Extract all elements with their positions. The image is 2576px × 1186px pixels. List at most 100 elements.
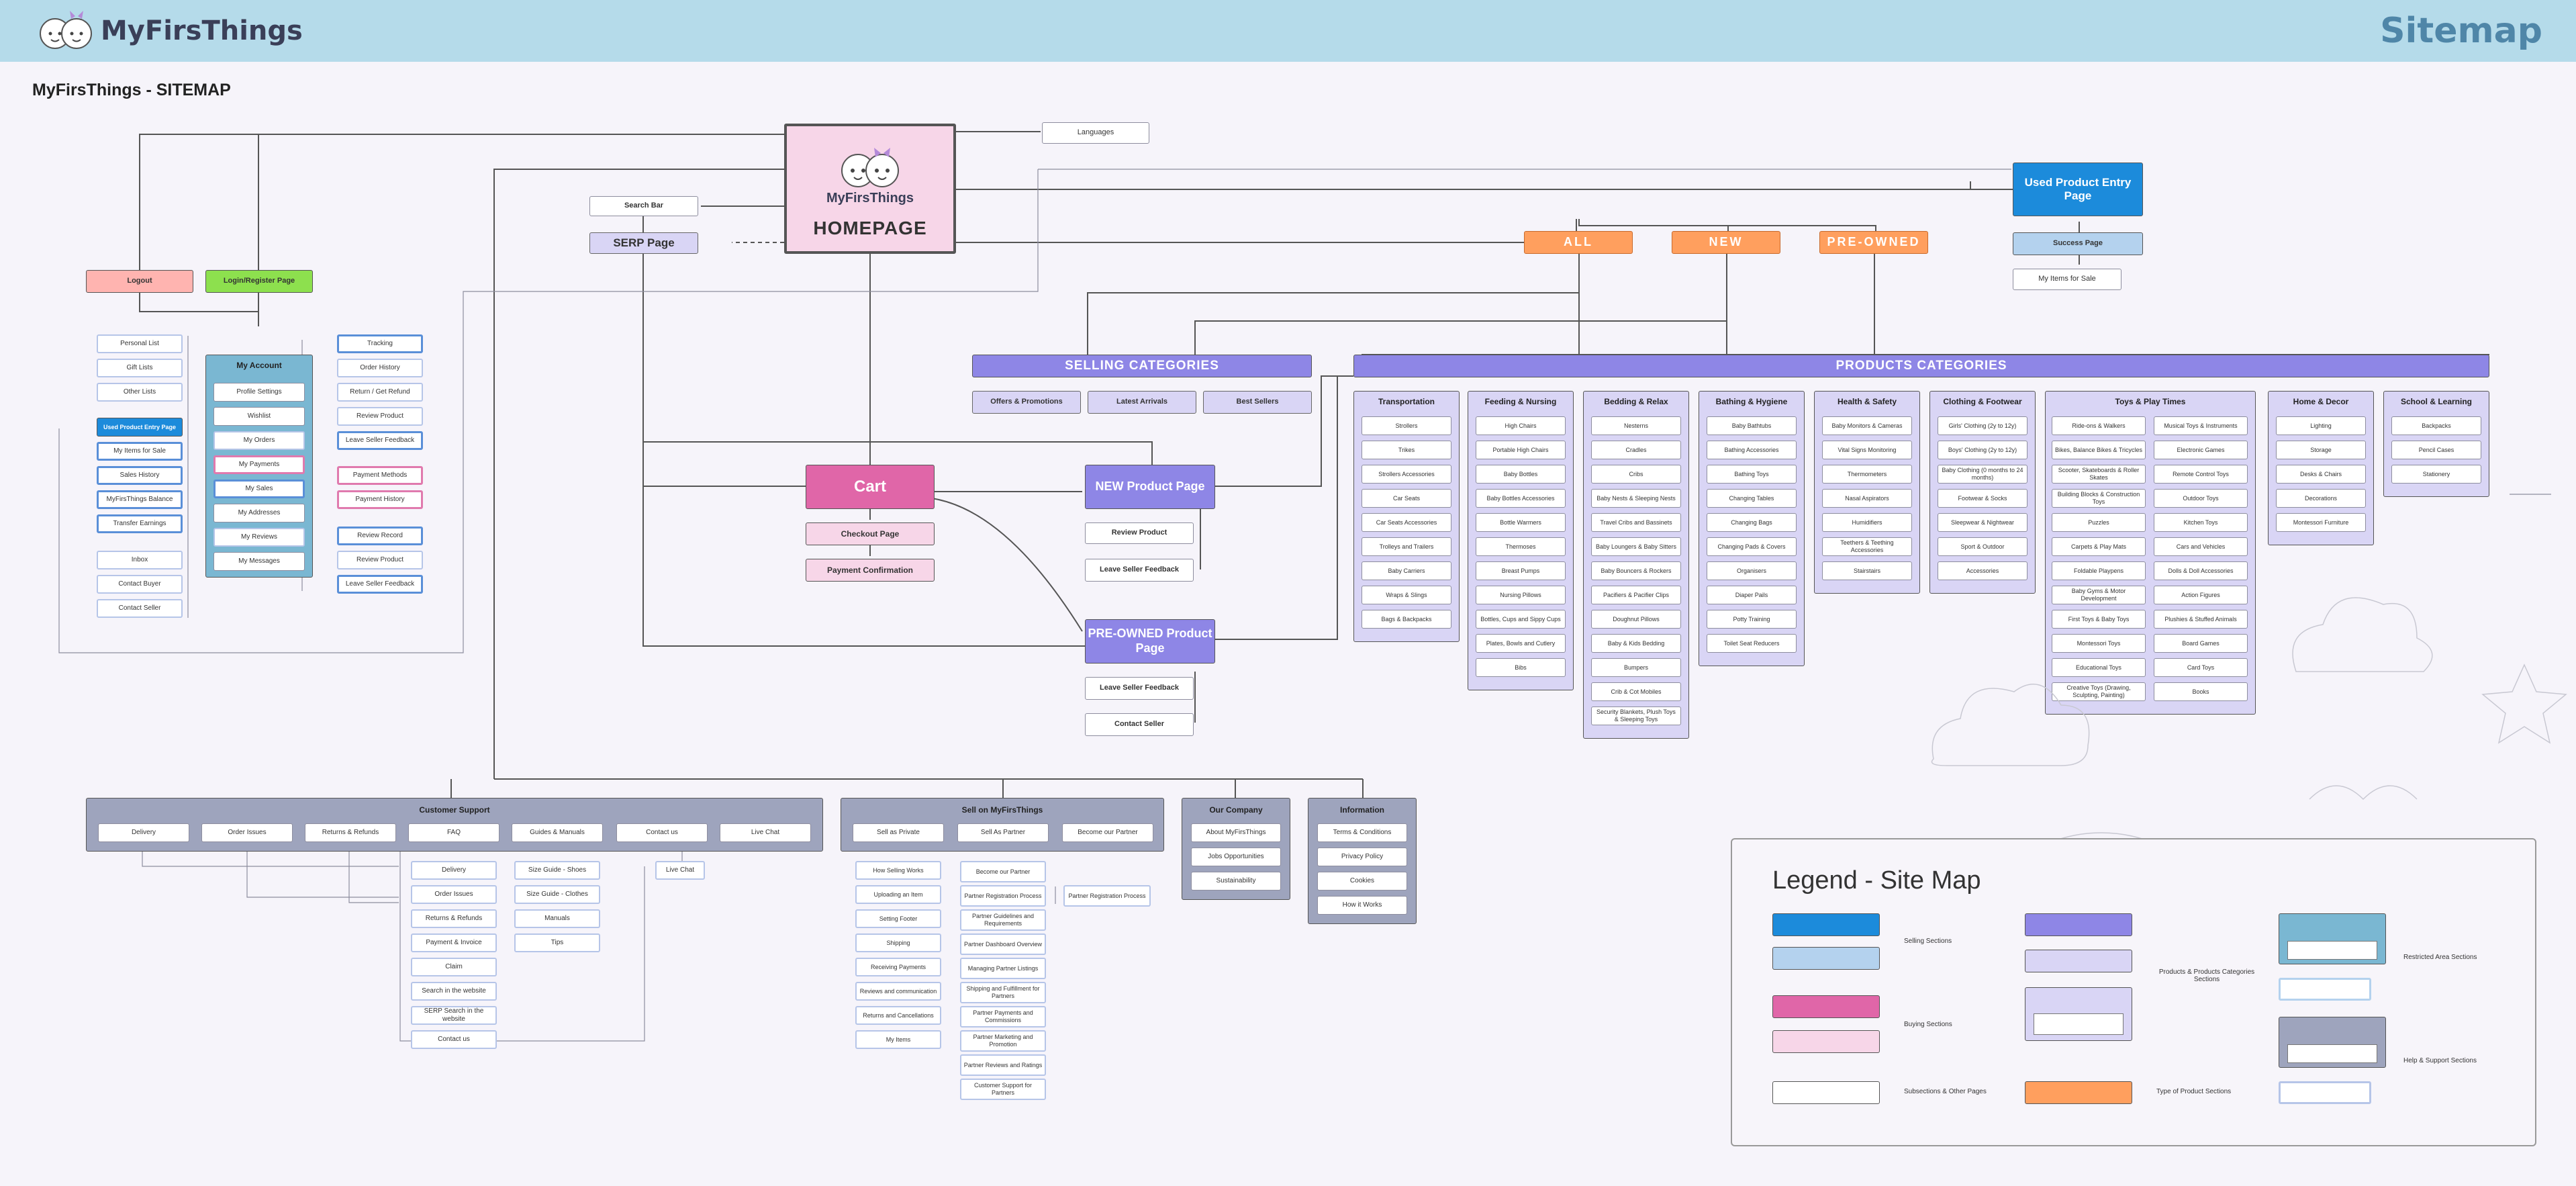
- account-item[interactable]: My Sales: [213, 480, 305, 498]
- account-item[interactable]: My Reviews: [213, 528, 305, 547]
- category-item[interactable]: Portable High Chairs: [1476, 441, 1566, 459]
- category-item[interactable]: Sport & Outdoor: [1938, 537, 2028, 556]
- lists-item[interactable]: Other Lists: [97, 383, 183, 402]
- sell-tab[interactable]: Sell as Private: [853, 823, 944, 842]
- guides-item[interactable]: Size Guide - Clothes: [514, 885, 600, 904]
- faq-item[interactable]: Returns & Refunds: [411, 909, 497, 928]
- sell-partner-item[interactable]: Partner Guidelines and Requirements: [960, 909, 1046, 931]
- category-item[interactable]: Bibs: [1476, 658, 1566, 677]
- selling-categories-node[interactable]: SELLING CATEGORIES: [972, 355, 1312, 377]
- support-tab[interactable]: Guides & Manuals: [512, 823, 603, 842]
- logout-node[interactable]: Logout: [86, 270, 193, 293]
- category-item[interactable]: Educational Toys: [2052, 658, 2146, 677]
- category-item[interactable]: Strollers: [1362, 416, 1451, 435]
- sell-partner-item[interactable]: Partner Dashboard Overview: [960, 933, 1046, 955]
- category-item[interactable]: Changing Bags: [1707, 513, 1797, 532]
- payment-confirmation-node[interactable]: Payment Confirmation: [806, 559, 935, 582]
- category-item[interactable]: Stationery: [2391, 465, 2481, 484]
- category-item[interactable]: Baby Bottles: [1476, 465, 1566, 484]
- messages-item[interactable]: Inbox: [97, 551, 183, 569]
- category-item[interactable]: Changing Tables: [1707, 489, 1797, 508]
- sell-partner-item[interactable]: Customer Support for Partners: [960, 1079, 1046, 1100]
- category-item[interactable]: Strollers Accessories: [1362, 465, 1451, 484]
- category-item[interactable]: Boys' Clothing (2y to 12y): [1938, 441, 2028, 459]
- sell-partner-item[interactable]: Partner Marketing and Promotion: [960, 1030, 1046, 1052]
- info-item[interactable]: Terms & Conditions: [1317, 823, 1407, 842]
- preowned-product-page-node[interactable]: PRE-OWNED Product Page: [1085, 619, 1215, 664]
- sell-partner-item[interactable]: Shipping and Fulfillment for Partners: [960, 982, 1046, 1003]
- live-chat-item[interactable]: Live Chat: [655, 861, 705, 880]
- faq-item[interactable]: Delivery: [411, 861, 497, 880]
- category-item[interactable]: Foldable Playpens: [2052, 561, 2146, 580]
- serp-page-node[interactable]: SERP Page: [589, 232, 698, 254]
- support-tab[interactable]: Contact us: [616, 823, 708, 842]
- category-item[interactable]: Nursing Pillows: [1476, 586, 1566, 604]
- lists-item[interactable]: Gift Lists: [97, 359, 183, 377]
- category-item[interactable]: Outdoor Toys: [2154, 489, 2248, 508]
- account-sub-item[interactable]: Leave Seller Feedback: [337, 431, 423, 450]
- category-item[interactable]: Pacifiers & Pacifier Clips: [1591, 586, 1681, 604]
- used-product-entry-node[interactable]: Used Product Entry Page: [2013, 163, 2143, 216]
- category-item[interactable]: Baby Carriers: [1362, 561, 1451, 580]
- languages-node[interactable]: Languages: [1042, 122, 1149, 144]
- category-item[interactable]: Carpets & Play Mats: [2052, 537, 2146, 556]
- faq-item[interactable]: SERP Search in the website: [411, 1006, 497, 1025]
- sell-private-item[interactable]: Uploading an Item: [855, 885, 941, 904]
- category-item[interactable]: Security Blankets, Plush Toys & Sleeping…: [1591, 706, 1681, 725]
- category-item[interactable]: Dolls & Doll Accessories: [2154, 561, 2248, 580]
- faq-item[interactable]: Search in the website: [411, 982, 497, 1001]
- category-item[interactable]: Bottle Warmers: [1476, 513, 1566, 532]
- category-item[interactable]: Footwear & Socks: [1938, 489, 2028, 508]
- sell-private-item[interactable]: Receiving Payments: [855, 958, 941, 976]
- new-product-page-node[interactable]: NEW Product Page: [1085, 465, 1215, 509]
- sales-item[interactable]: MyFirsThings Balance: [97, 490, 183, 509]
- category-item[interactable]: Doughnut Pillows: [1591, 610, 1681, 629]
- guides-item[interactable]: Manuals: [514, 909, 600, 928]
- tab-new[interactable]: NEW: [1672, 231, 1780, 254]
- category-item[interactable]: Lighting: [2276, 416, 2366, 435]
- category-item[interactable]: Plushies & Stuffed Animals: [2154, 610, 2248, 629]
- messages-item[interactable]: Contact Buyer: [97, 575, 183, 594]
- category-item[interactable]: Bathing Accessories: [1707, 441, 1797, 459]
- my-items-for-sale-node[interactable]: My Items for Sale: [2013, 269, 2121, 290]
- category-item[interactable]: Sleepwear & Nightwear: [1938, 513, 2028, 532]
- sell-partner-item[interactable]: Become our Partner: [960, 861, 1046, 882]
- leave-seller-feedback-node[interactable]: Leave Seller Feedback: [1085, 677, 1194, 700]
- messages-item[interactable]: Contact Seller: [97, 599, 183, 618]
- best-sellers-node[interactable]: Best Sellers: [1203, 391, 1312, 414]
- info-item[interactable]: Privacy Policy: [1317, 848, 1407, 866]
- category-item[interactable]: Thermoses: [1476, 537, 1566, 556]
- guides-item[interactable]: Tips: [514, 933, 600, 952]
- faq-item[interactable]: Contact us: [411, 1030, 497, 1049]
- category-item[interactable]: Card Toys: [2154, 658, 2248, 677]
- account-sub-item[interactable]: Return / Get Refund: [337, 383, 423, 402]
- category-item[interactable]: Baby Clothing (0 months to 24 months): [1938, 465, 2028, 484]
- faq-item[interactable]: Payment & Invoice: [411, 933, 497, 952]
- login-register-node[interactable]: Login/Register Page: [205, 270, 313, 293]
- category-item[interactable]: Musical Toys & Instruments: [2154, 416, 2248, 435]
- category-item[interactable]: Baby Monitors & Cameras: [1822, 416, 1912, 435]
- category-item[interactable]: Baby Nests & Sleeping Nests: [1591, 489, 1681, 508]
- category-item[interactable]: Car Seats: [1362, 489, 1451, 508]
- category-item[interactable]: Cars and Vehicles: [2154, 537, 2248, 556]
- category-item[interactable]: Montessori Furniture: [2276, 513, 2366, 532]
- category-item[interactable]: First Toys & Baby Toys: [2052, 610, 2146, 629]
- sell-private-item[interactable]: How Selling Works: [855, 861, 941, 880]
- leave-seller-feedback-node[interactable]: Leave Seller Feedback: [1085, 559, 1194, 582]
- account-sub-item[interactable]: Order History: [337, 359, 423, 377]
- category-item[interactable]: Board Games: [2154, 634, 2248, 653]
- account-item[interactable]: My Orders: [213, 431, 305, 450]
- homepage-node[interactable]: MyFirsThings HOMEPAGE: [784, 124, 956, 254]
- latest-arrivals-node[interactable]: Latest Arrivals: [1088, 391, 1196, 414]
- sell-private-item[interactable]: Reviews and communication: [855, 982, 941, 1001]
- account-sub-item[interactable]: Tracking: [337, 334, 423, 353]
- account-item[interactable]: My Addresses: [213, 504, 305, 522]
- category-item[interactable]: Trikes: [1362, 441, 1451, 459]
- contact-seller-node[interactable]: Contact Seller: [1085, 713, 1194, 736]
- sell-private-item[interactable]: Setting Footer: [855, 909, 941, 928]
- faq-item[interactable]: Claim: [411, 958, 497, 976]
- category-item[interactable]: Stairstairs: [1822, 561, 1912, 580]
- category-item[interactable]: Thermometers: [1822, 465, 1912, 484]
- sell-tab[interactable]: Sell As Partner: [957, 823, 1049, 842]
- category-item[interactable]: Vital Signs Monitoring: [1822, 441, 1912, 459]
